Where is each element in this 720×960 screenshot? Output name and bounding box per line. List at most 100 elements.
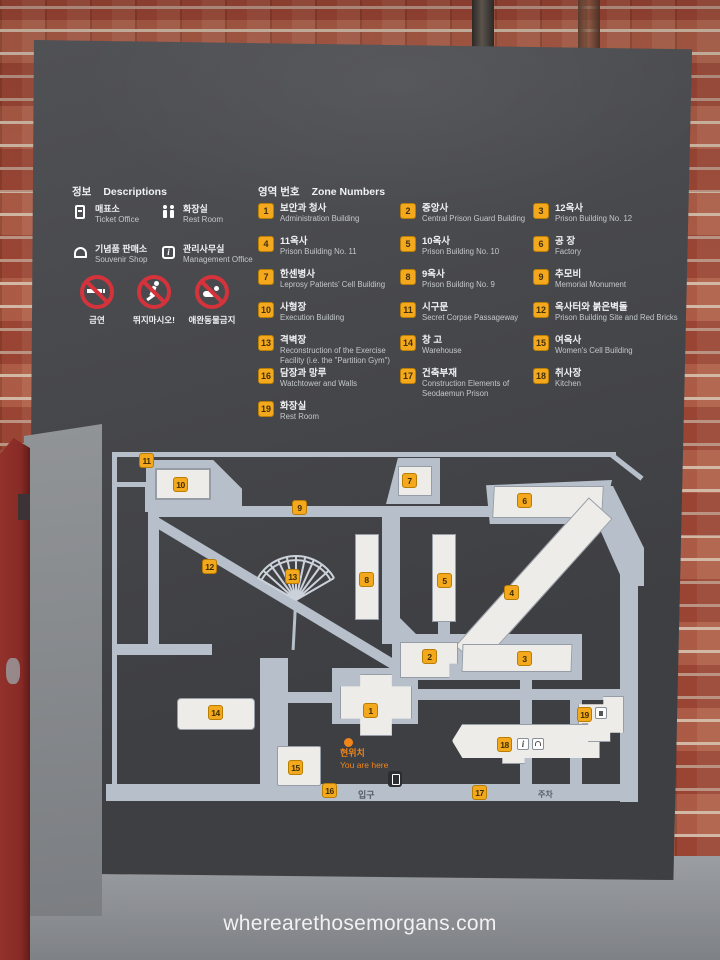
zone-name-korean: 시구문	[422, 302, 449, 313]
map-marker-12: 12	[202, 559, 217, 574]
map-path	[405, 689, 633, 700]
souvenir-shop-icon	[532, 738, 544, 750]
map-marker-10: 10	[173, 477, 188, 492]
zone-number-badge: 19	[258, 401, 274, 417]
zone-name-korean: 여옥사	[555, 335, 582, 346]
zone-name-korean: 추모비	[555, 269, 582, 280]
zone-name-korean: 9옥사	[422, 269, 445, 280]
prohibition-label: 애완동물금지	[188, 315, 236, 325]
you-are-here-english: You are here	[340, 759, 389, 770]
map-marker-17: 17	[472, 785, 487, 800]
map-marker-5: 5	[437, 573, 452, 588]
zone-title-korean: 영역 번호	[258, 186, 300, 198]
zone-name-english: Prison Building No. 12	[555, 214, 633, 224]
ticket-machine-icon	[72, 204, 89, 221]
map-path	[148, 510, 159, 650]
zone-name-english: Rest Room	[280, 412, 319, 422]
zone-number-badge: 15	[533, 335, 549, 351]
zone-number-badge: 2	[400, 203, 416, 219]
zone-number-badge: 11	[400, 302, 416, 318]
map-marker-19: 19	[577, 707, 592, 722]
zone-number-badge: 3	[533, 203, 549, 219]
legend-label-english: Management Office	[183, 254, 253, 264]
map-wall	[112, 482, 150, 487]
map-marker-6: 6	[517, 493, 532, 508]
descriptions-title-english: Descriptions	[103, 186, 167, 198]
zone-name-english: Leprosy Patients' Cell Building	[280, 280, 386, 290]
zone-name-english: Central Prison Guard Building	[422, 214, 526, 224]
zone-name-korean: 사형장	[280, 302, 307, 313]
map-marker-9: 9	[292, 500, 307, 515]
restroom-icon	[595, 707, 607, 719]
map-marker-11: 11	[139, 453, 154, 468]
descriptions-title-korean: 정보	[72, 186, 92, 198]
zone-number-badge: 7	[258, 269, 274, 285]
zone-number-badge: 9	[533, 269, 549, 285]
paint-scuff	[6, 658, 20, 684]
zone-number-badge: 16	[258, 368, 274, 384]
you-are-here-label: 현위치 You are here	[340, 748, 388, 771]
zone-name-english: Prison Building No. 9	[422, 280, 495, 290]
zone-name-korean: 건축부재	[422, 368, 457, 379]
zone-name-english: Factory	[555, 247, 581, 257]
no-running-icon	[137, 275, 171, 309]
concrete-pillar	[24, 424, 102, 916]
prohibition-label: 뛰지마시오!	[133, 315, 175, 325]
zone-number-badge: 1	[258, 203, 274, 219]
no-smoking-icon	[80, 275, 114, 309]
zone-name-korean: 화장실	[280, 401, 307, 412]
prohibition-label: 금연	[89, 315, 105, 325]
map-marker-4: 4	[504, 585, 519, 600]
zone-name-english: Construction Elements of Seodaemun Priso…	[422, 379, 510, 399]
restroom-icon	[160, 204, 177, 227]
zone-name-korean: 한센병사	[280, 269, 315, 280]
map-wall	[608, 452, 644, 481]
zone-name-english: Memorial Monument	[555, 280, 627, 290]
zone-number-badge: 14	[400, 335, 416, 351]
zone-number-badge: 12	[533, 302, 549, 318]
zone-name-korean: 격벽장	[280, 335, 307, 346]
zone-number-badge: 4	[258, 236, 274, 252]
map-path	[620, 562, 638, 802]
zone-name-korean: 12옥사	[555, 203, 584, 214]
legend-item-ticket-office: 매표소 Ticket Office	[72, 204, 139, 225]
zone-name-korean: 창 고	[422, 335, 443, 346]
map-path	[382, 514, 400, 644]
legend-item-management-office: 관리사무실 Management Office	[160, 244, 253, 265]
map-marker-18: 18	[497, 737, 512, 752]
zone-name-korean: 10옥사	[422, 236, 451, 247]
zone-number-badge: 5	[400, 236, 416, 252]
zone-name-english: Administration Building	[280, 214, 360, 224]
zone-name-english: Women's Cell Building	[555, 346, 633, 356]
zone-name-korean: 11옥사	[280, 236, 308, 247]
map-marker-2: 2	[422, 649, 437, 664]
gate-hinge	[18, 494, 30, 520]
map-wall	[112, 452, 616, 457]
ticket-booth-icon	[388, 771, 402, 787]
zone-number-badge: 8	[400, 269, 416, 285]
map-marker-3: 3	[517, 651, 532, 666]
zone-number-badge: 6	[533, 236, 549, 252]
map-marker-15: 15	[288, 760, 303, 775]
information-icon	[517, 738, 529, 750]
zone-name-english: Secret Corpse Passageway	[422, 313, 519, 323]
map-marker-16: 16	[322, 783, 337, 798]
map-path	[148, 506, 612, 517]
legend-label-korean: 기념품 판매소	[95, 244, 148, 254]
